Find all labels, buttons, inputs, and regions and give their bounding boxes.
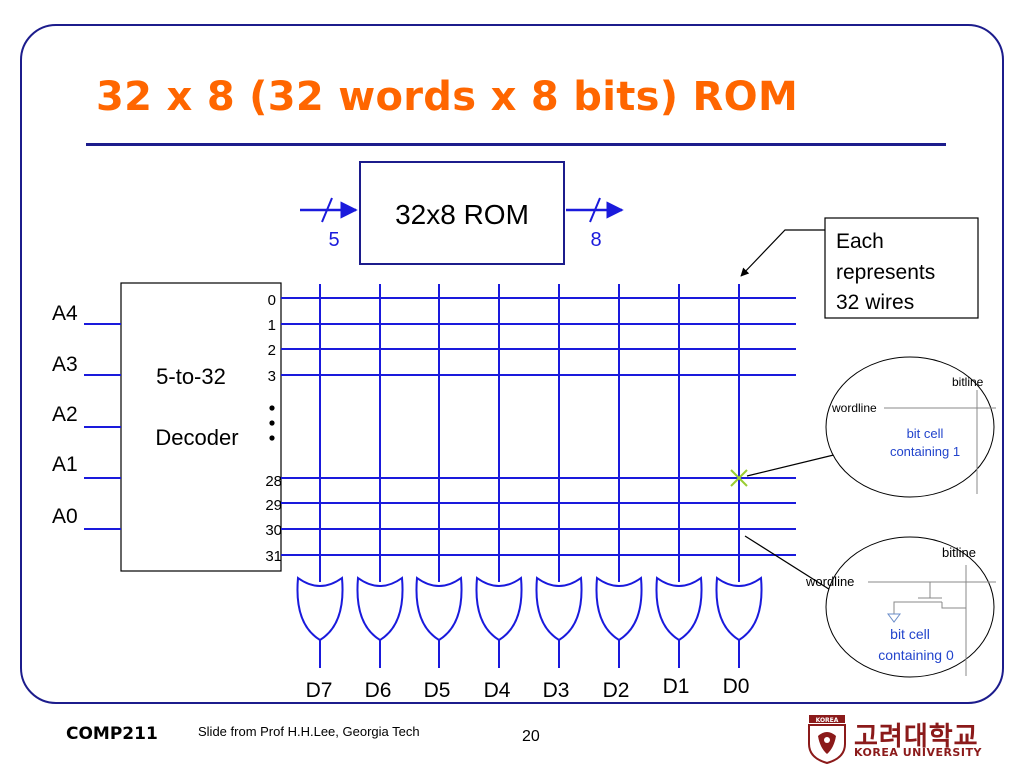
wordline-number: 28: [265, 473, 282, 490]
cell1-text-2: containing 1: [890, 444, 960, 459]
input-label-a0: A0: [52, 505, 78, 528]
decoder-inputs: A4 A3 A2 A1 A0: [52, 302, 121, 530]
rom-block: 32x8 ROM: [359, 161, 565, 265]
title-underline: [86, 143, 946, 146]
cell0-text-1: bit cell: [890, 626, 930, 642]
cell0-text-2: containing 0: [878, 647, 954, 663]
callout-line: 32 wires: [836, 291, 914, 314]
wordline-numbers: 0 1 2 3 28 29 30 31: [265, 292, 282, 565]
page-number: 20: [522, 728, 540, 745]
bitline-label: bitline: [952, 375, 984, 389]
input-label-a3: A3: [52, 353, 78, 376]
slide-frame: [20, 24, 1004, 704]
input-label-a4: A4: [52, 302, 78, 325]
or-gates: [296, 576, 763, 642]
rom-in-width: 5: [328, 229, 339, 251]
wordline-number: 0: [268, 292, 276, 309]
cell1-leader-arrow: [746, 449, 847, 477]
output-label-d0: D0: [723, 675, 750, 698]
callout-line: Each: [836, 230, 884, 253]
crest-text: KOREA: [816, 717, 839, 724]
rom-label: 32x8 ROM: [395, 199, 529, 230]
rom-input-bus: 5: [300, 197, 358, 251]
wordline-number: 29: [265, 497, 282, 514]
or-gate: [655, 576, 703, 642]
wordline-number: 1: [268, 317, 276, 334]
or-gate: [356, 576, 404, 642]
bit-cell-marker: [730, 469, 748, 487]
ellipsis-dot: [269, 435, 275, 441]
wordline-label: wordline: [831, 401, 877, 415]
slide-title: 32 x 8 (32 words x 8 bits) ROM: [96, 74, 799, 120]
output-label-d4: D4: [484, 679, 511, 702]
logo-korean: 고려대학교: [854, 722, 979, 752]
rom-output-bus: 8: [566, 197, 624, 251]
output-label-d6: D6: [365, 679, 392, 702]
rom-out-width: 8: [590, 229, 601, 251]
decoder-block: 5-to-32 Decoder: [120, 282, 282, 572]
or-gate: [535, 576, 583, 642]
input-label-a1: A1: [52, 453, 78, 476]
wordline-number: 2: [268, 342, 276, 359]
decoder-label-1: 5-to-32: [156, 364, 226, 389]
crest-icon: KOREA: [808, 715, 846, 765]
korea-university-logo: KOREA 고려대학교 KOREA UNIVERSITY: [806, 714, 996, 765]
output-label-d1: D1: [663, 675, 690, 698]
cell0-leader-arrow: [744, 535, 844, 599]
cell1-text-1: bit cell: [907, 426, 944, 441]
bitline-label: bitline: [942, 545, 976, 560]
output-label-d3: D3: [543, 679, 570, 702]
or-gate-outputs: [319, 640, 740, 668]
logo-english: KOREA UNIVERSITY: [854, 746, 982, 759]
output-labels: D7 D6 D5 D4 D3 D2 D1 D0: [306, 675, 750, 702]
bit-cell-0-detail: wordline bitline bit cell containing 0: [805, 536, 996, 678]
or-gate: [715, 576, 763, 642]
output-label-d2: D2: [603, 679, 630, 702]
or-gate: [595, 576, 643, 642]
or-gate: [475, 576, 523, 642]
bitlines: [319, 284, 740, 582]
callout-box: Each represents 32 wires: [740, 217, 979, 319]
or-gate: [415, 576, 463, 642]
output-label-d7: D7: [306, 679, 333, 702]
footer-course: COMP211: [66, 724, 158, 744]
ellipsis-dot: [269, 405, 275, 411]
callout-line: represents: [836, 261, 935, 284]
footer-credit: Slide from Prof H.H.Lee, Georgia Tech: [198, 724, 420, 739]
decoder-label-2: Decoder: [155, 425, 238, 450]
wordline-label: wordline: [805, 574, 854, 589]
input-label-a2: A2: [52, 403, 78, 426]
bit-cell-1-detail: wordline bitline bit cell containing 1: [825, 356, 996, 498]
wordlines: [281, 297, 796, 556]
output-label-d5: D5: [424, 679, 451, 702]
ellipsis-dot: [269, 420, 275, 426]
or-gate: [296, 576, 344, 642]
wordline-number: 30: [265, 522, 282, 539]
wordline-number: 3: [268, 368, 276, 385]
wordline-number: 31: [265, 548, 282, 565]
